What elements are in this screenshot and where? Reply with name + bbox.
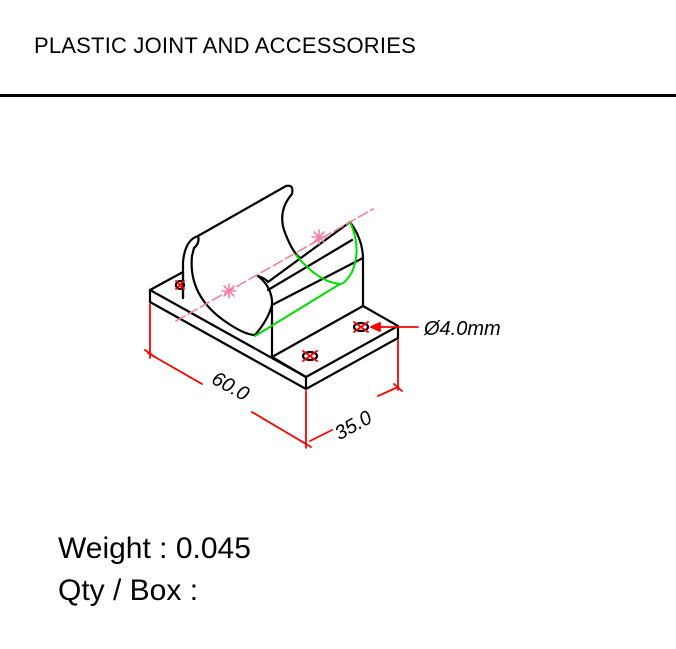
highlight-edges (254, 221, 358, 337)
hole-diameter-label: Ø4.0mm (423, 318, 501, 340)
page-title: PLASTIC JOINT AND ACCESSORIES (34, 33, 416, 58)
dimension-lines (144, 280, 419, 449)
qty-per-box-label: Qty / Box : (58, 574, 199, 607)
dim-width-label: 35.0 (331, 407, 376, 445)
header-divider (0, 94, 676, 97)
weight-label: Weight : 0.045 (58, 532, 251, 565)
dim-length-label: 60.0 (208, 368, 253, 406)
part-outline (148, 184, 400, 391)
centerline (175, 208, 374, 322)
